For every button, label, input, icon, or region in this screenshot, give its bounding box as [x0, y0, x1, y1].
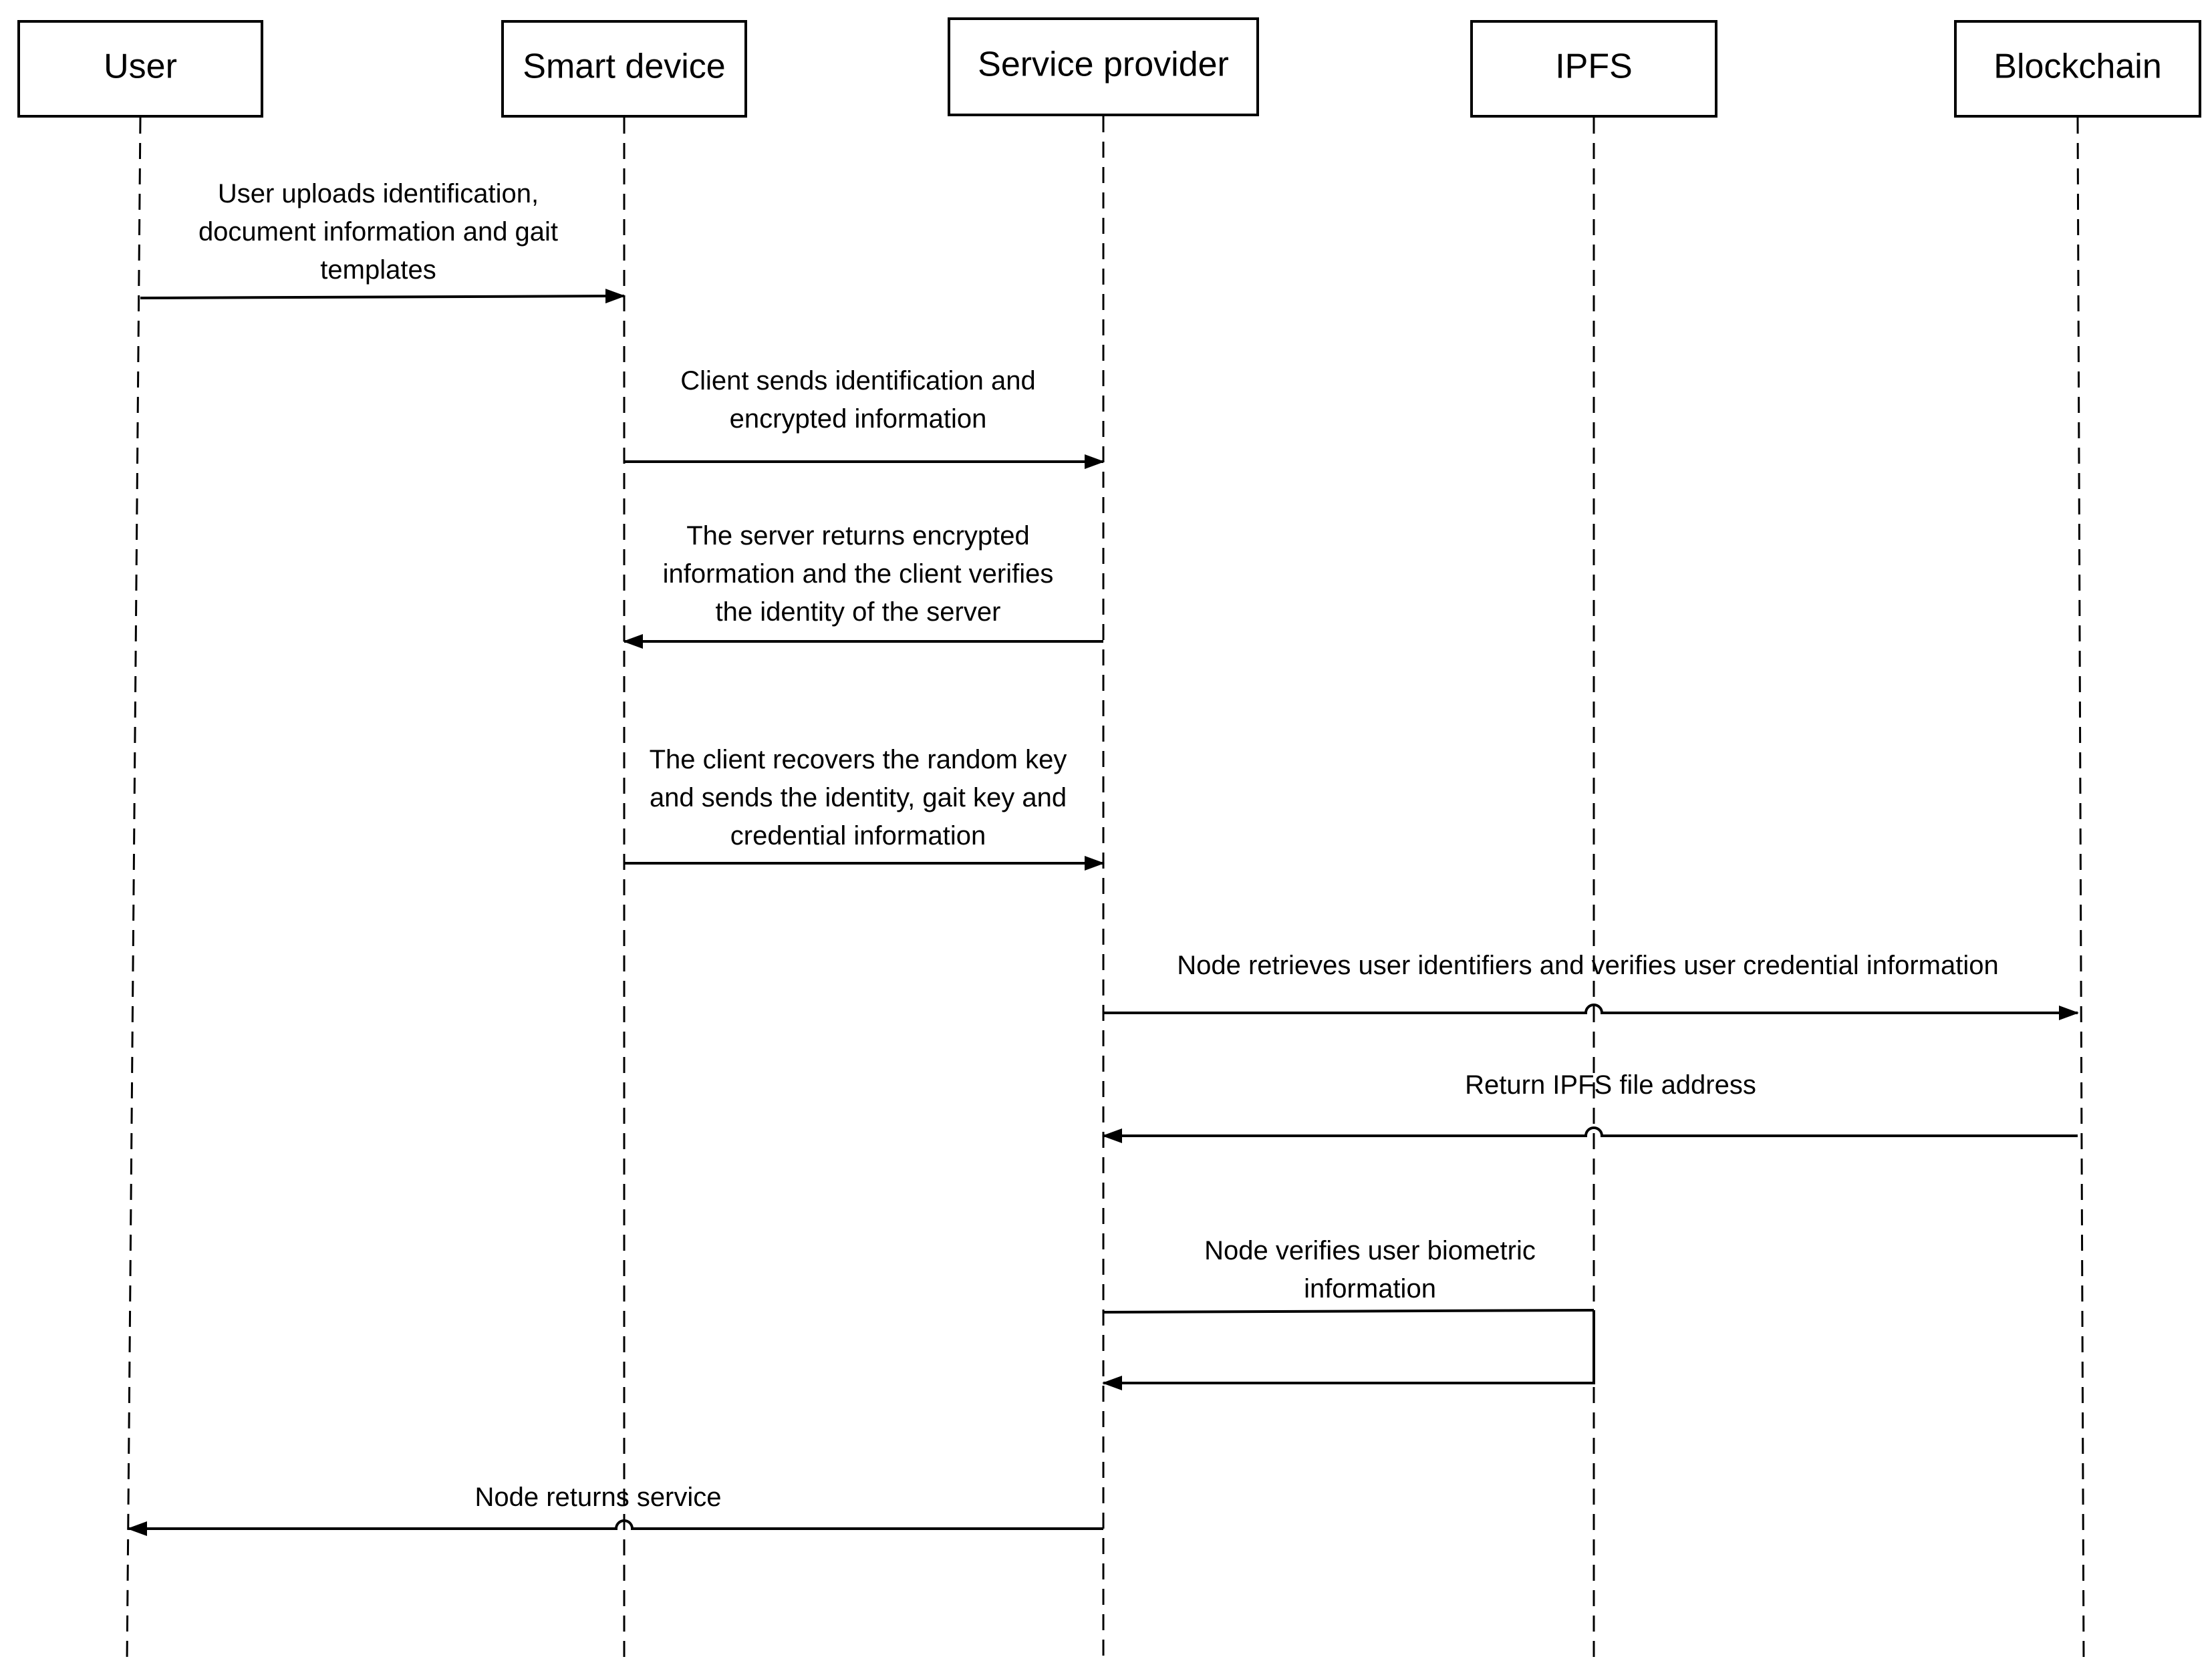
message-1-line-1: User uploads identification, — [218, 179, 539, 208]
actor-smart-device-label: Smart device — [523, 47, 725, 86]
message-7-line — [1103, 1309, 1595, 1314]
message-5-line-1: Node retrieves user identifiers and veri… — [1177, 951, 1998, 980]
message-6: Return IPFS file address — [1102, 1070, 2078, 1143]
message-9: Node returns service — [127, 1483, 1103, 1536]
message-9-arrow — [127, 1519, 1103, 1536]
message-1: User uploads identification, document in… — [140, 179, 626, 304]
message-4: The client recovers the random key and s… — [624, 745, 1105, 871]
actor-smart-device: Smart device — [501, 20, 747, 118]
message-7: Node verifies user biometric information — [1103, 1236, 1595, 1314]
message-2-line-2: encrypted information — [730, 404, 987, 434]
message-4-line-2: and sends the identity, gait key and — [650, 783, 1067, 812]
message-7-line-1: Node verifies user biometric — [1204, 1236, 1536, 1265]
message-5-arrow — [1103, 1004, 2079, 1020]
message-3-line-1: The server returns encrypted — [686, 521, 1030, 551]
message-5: Node retrieves user identifiers and veri… — [1103, 951, 2079, 1020]
message-3-line-2: information and the client verifies — [663, 559, 1054, 589]
message-3: The server returns encrypted information… — [623, 521, 1103, 649]
message-1-arrow — [140, 289, 626, 304]
message-7-line-2: information — [1304, 1274, 1436, 1304]
actor-user-label: User — [104, 47, 177, 86]
message-2: Client sends identification and encrypte… — [624, 366, 1105, 469]
message-6-arrow — [1102, 1126, 2078, 1143]
actor-ipfs-label: IPFS — [1555, 47, 1633, 86]
actor-ipfs: IPFS — [1470, 20, 1717, 118]
lifeline-user — [126, 117, 142, 1664]
actor-blockchain: Blockchain — [1954, 20, 2201, 118]
message-4-line-3: credential information — [730, 821, 986, 851]
actor-user: User — [17, 20, 263, 118]
message-6-line-1: Return IPFS file address — [1465, 1070, 1756, 1100]
message-4-line-1: The client recovers the random key — [650, 745, 1067, 774]
message-3-line-3: the identity of the server — [716, 597, 1001, 627]
message-8 — [1102, 1310, 1595, 1390]
message-2-line-1: Client sends identification and — [680, 366, 1035, 396]
actor-service-provider-label: Service provider — [978, 45, 1229, 84]
message-1-line-3: templates — [320, 255, 436, 285]
lifeline-blockchain — [2076, 117, 2085, 1664]
actor-blockchain-label: Blockchain — [1993, 47, 2161, 86]
message-9-line-1: Node returns service — [474, 1483, 721, 1512]
message-1-line-2: document information and gait — [198, 217, 558, 247]
actor-service-provider: Service provider — [948, 17, 1259, 116]
